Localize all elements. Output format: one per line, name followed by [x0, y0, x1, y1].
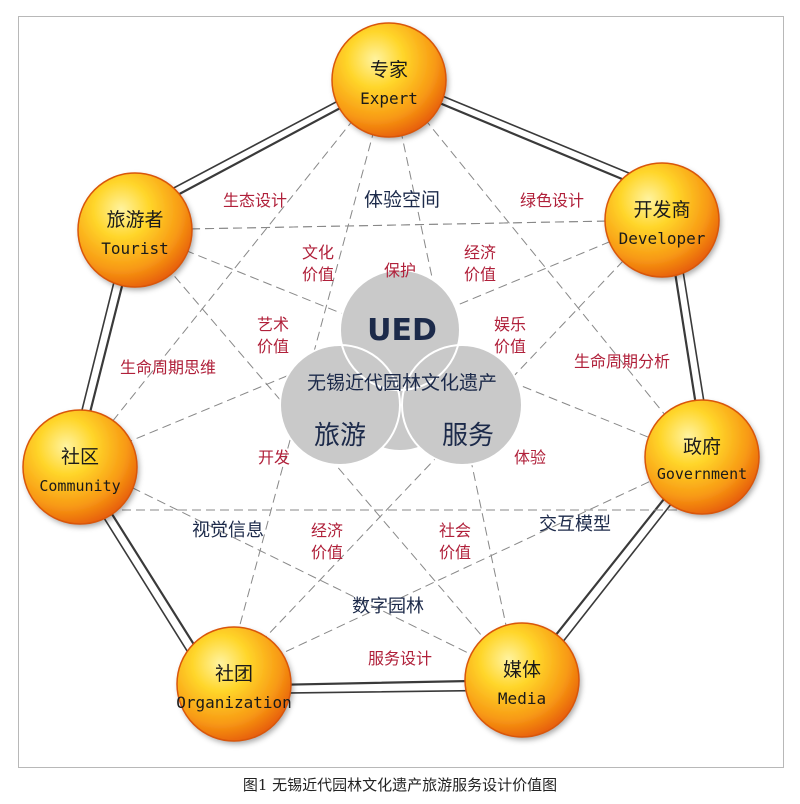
center-heritage: 无锡近代园林文化遗产 [307, 372, 497, 394]
label-visual-info: 视觉信息 [192, 520, 264, 541]
label-eco-design: 生态设计 [223, 191, 287, 210]
label-economy-value-1: 经济 [464, 243, 496, 262]
node-tourist-zh: 旅游者 [106, 209, 163, 231]
label-entertain-value-2: 价值 [494, 337, 526, 356]
label-social-value-1: 社会 [439, 521, 471, 540]
heptagram-lines [79, 74, 701, 681]
node-media-zh: 媒体 [503, 659, 541, 681]
center-cloud-outline [279, 269, 523, 466]
center-cloud [280, 270, 522, 465]
node-media-en: Media [498, 689, 546, 708]
node-government-zh: 政府 [683, 436, 721, 458]
label-experience-space: 体验空间 [364, 189, 440, 211]
node-community-en: Community [39, 477, 120, 495]
label-protect: 保护 [384, 261, 416, 280]
node-tourist-en: Tourist [101, 239, 168, 258]
label-economy-value-2: 价值 [464, 265, 496, 284]
node-developer-zh: 开发商 [633, 199, 690, 221]
label-culture-value-1: 文化 [302, 243, 334, 262]
label-culture-value-2: 价值 [302, 265, 334, 284]
node-expert-zh: 专家 [370, 59, 408, 81]
node-community-zh: 社区 [61, 446, 99, 468]
label-economy2-value-1: 经济 [311, 521, 343, 540]
node-expert: 专家 Expert [331, 22, 447, 138]
label-lifecycle-analysis: 生命周期分析 [574, 352, 670, 371]
node-expert-en: Expert [360, 89, 418, 108]
center-tourism: 旅游 [314, 421, 366, 451]
center-service: 服务 [442, 421, 494, 451]
center-ued: UED [367, 313, 437, 348]
figure-caption: 图1 无锡近代园林文化遗产旅游服务设计价值图 [242, 776, 558, 794]
node-organization-en: Organization [176, 693, 292, 712]
label-experience: 体验 [514, 448, 546, 467]
label-entertain-value-1: 娱乐 [494, 315, 526, 334]
node-tourist: 旅游者 Tourist [77, 172, 193, 288]
value-diagram: UED 无锡近代园林文化遗产 旅游 服务 生态设计 绿色设计 体验空间 文化 价… [22, 22, 760, 742]
node-government-en: Government [657, 465, 747, 483]
label-digital-garden: 数字园林 [352, 596, 424, 617]
node-organization: 社团 Organization [176, 626, 292, 742]
node-media: 媒体 Media [464, 622, 580, 738]
label-green-design: 绿色设计 [520, 191, 584, 210]
label-art-value-1: 艺术 [257, 315, 289, 334]
node-community: 社区 Community [22, 409, 138, 525]
node-developer: 开发商 Developer [604, 162, 720, 278]
label-social-value-2: 价值 [439, 543, 471, 562]
node-government: 政府 Government [644, 399, 760, 515]
label-interaction-model: 交互模型 [539, 514, 611, 535]
label-lifecycle-thinking: 生命周期思维 [120, 358, 216, 377]
node-organization-zh: 社团 [215, 663, 253, 685]
label-art-value-2: 价值 [257, 337, 289, 356]
label-service-design: 服务设计 [368, 649, 432, 668]
node-developer-en: Developer [619, 229, 706, 248]
label-develop: 开发 [258, 448, 290, 467]
label-economy2-value-2: 价值 [311, 543, 343, 562]
